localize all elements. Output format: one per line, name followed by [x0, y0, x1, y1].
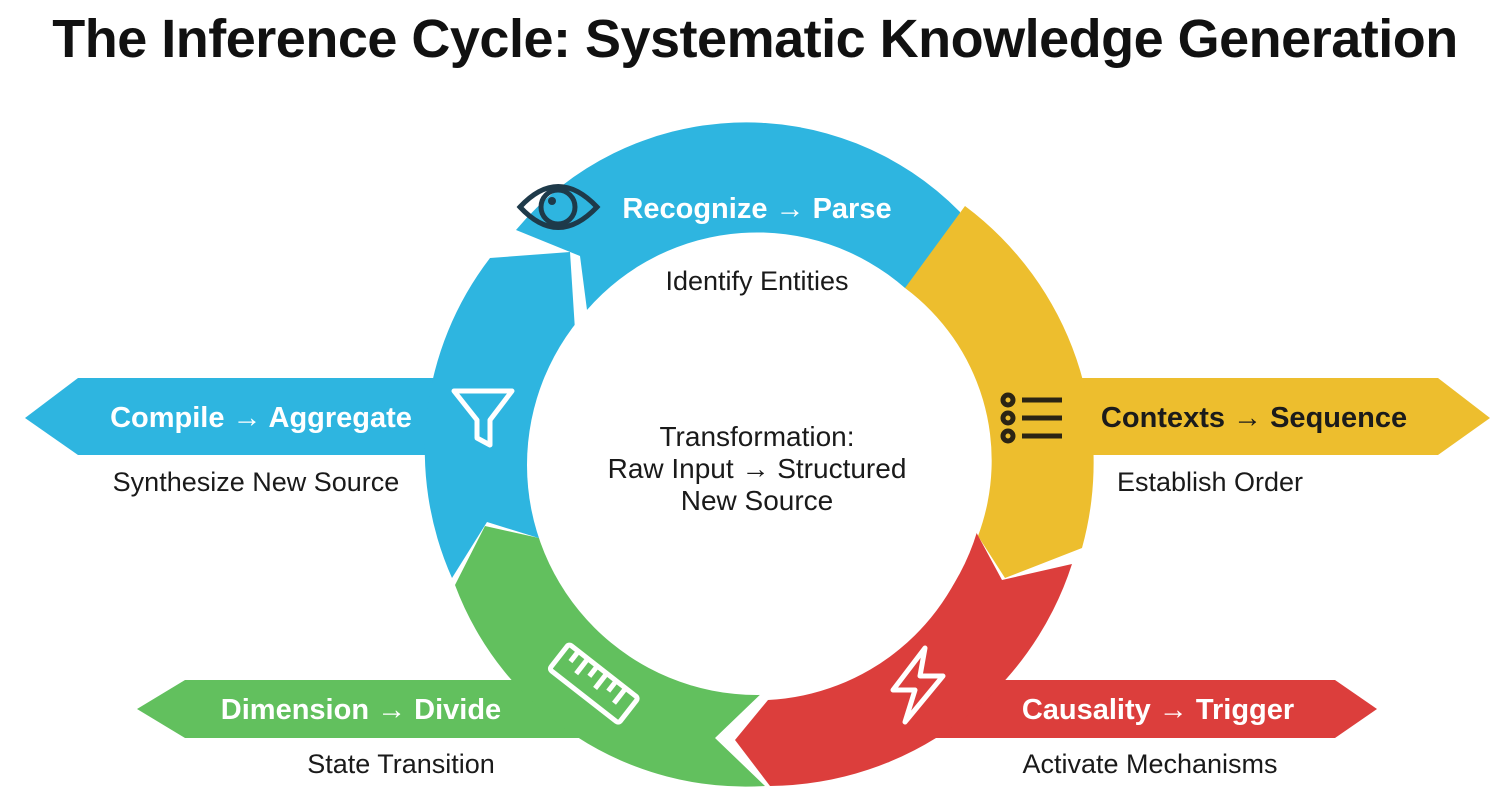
- page-title: The Inference Cycle: Systematic Knowledg…: [52, 9, 1458, 69]
- center-circle: [527, 235, 987, 695]
- dimension-segment: [455, 526, 765, 787]
- ruler-icon: [547, 642, 640, 725]
- contexts-label: Contexts → Sequence: [1101, 402, 1407, 434]
- compile-segment: [424, 252, 575, 578]
- list-icon: [1000, 392, 1062, 444]
- contexts-segment: [905, 206, 1094, 578]
- recognize-sublabel: Identify Entities: [665, 266, 848, 296]
- eye-icon: [516, 184, 601, 230]
- lightning-icon: [890, 645, 946, 725]
- contexts-sublabel: Establish Order: [1117, 467, 1303, 497]
- center-line-3: New Source: [681, 485, 834, 516]
- dimension-label: Dimension → Divide: [221, 694, 501, 726]
- dimension-banner: [137, 680, 600, 738]
- recognize-label: Recognize → Parse: [622, 193, 891, 225]
- center-line-2: Raw Input → Structured: [608, 453, 907, 484]
- recognize-segment: [516, 122, 960, 310]
- contexts-banner: [1070, 378, 1490, 455]
- funnel-icon: [451, 388, 515, 448]
- dimension-sublabel: State Transition: [307, 749, 495, 779]
- causality-segment: [735, 530, 1072, 786]
- causality-sublabel: Activate Mechanisms: [1022, 749, 1277, 779]
- causality-label: Causality → Trigger: [1022, 694, 1294, 726]
- compile-banner: [25, 378, 450, 455]
- causality-banner: [900, 680, 1377, 738]
- compile-label: Compile → Aggregate: [110, 402, 412, 434]
- center-line-1: Transformation:: [659, 421, 854, 452]
- compile-sublabel: Synthesize New Source: [113, 467, 400, 497]
